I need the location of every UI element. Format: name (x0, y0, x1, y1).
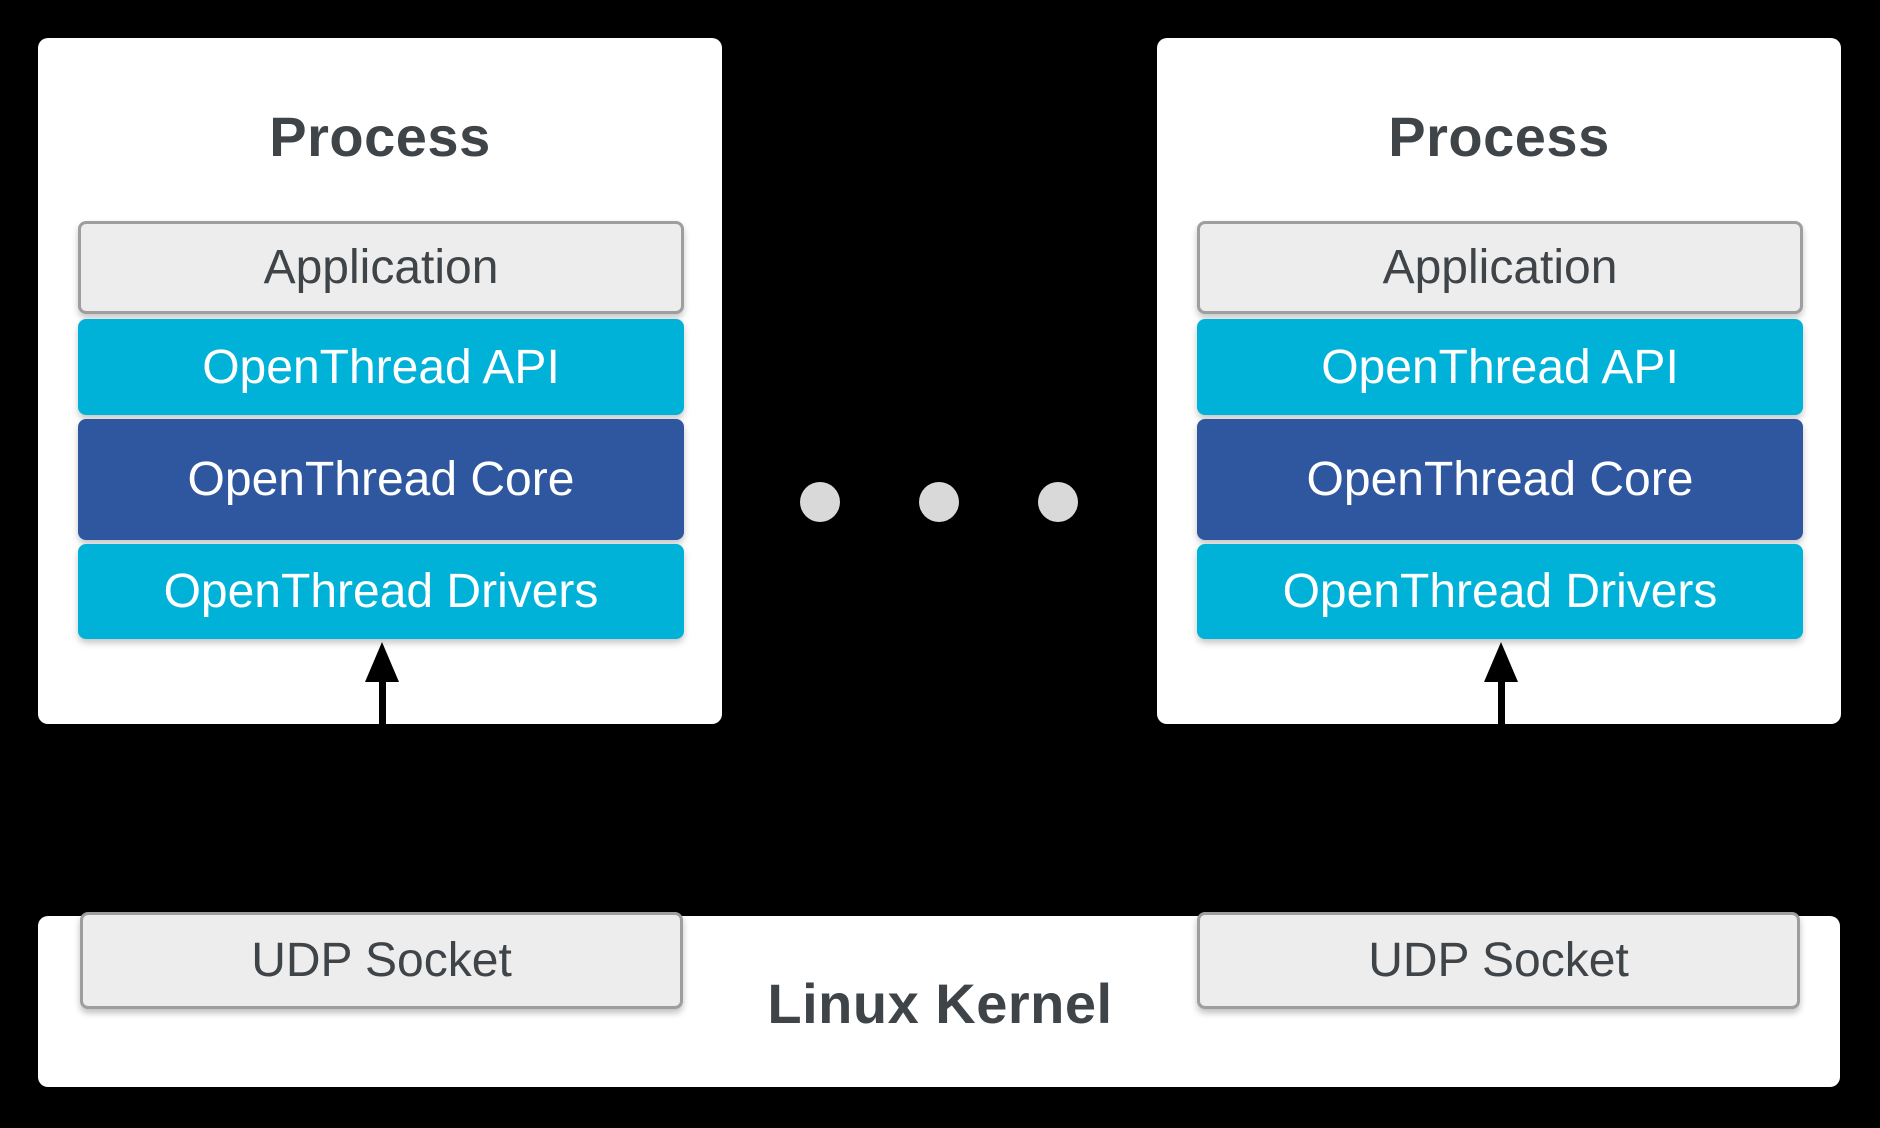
layer-openthread-core: OpenThread Core (78, 419, 684, 540)
layer-openthread-api: OpenThread API (78, 319, 684, 415)
layer-application: Application (78, 221, 684, 314)
process-box-left: Process Application OpenThread API OpenT… (38, 38, 722, 724)
layer-openthread-drivers: OpenThread Drivers (78, 544, 684, 639)
process-title: Process (269, 104, 491, 168)
ellipsis-dot (919, 482, 959, 522)
up-arrow-head-icon (365, 642, 399, 682)
up-arrow-shaft (379, 678, 386, 724)
up-arrow-head-icon (1484, 642, 1518, 682)
ellipsis-dot (1038, 482, 1078, 522)
layer-openthread-core: OpenThread Core (1197, 419, 1803, 540)
udp-socket-box-right: UDP Socket (1197, 912, 1800, 1009)
ellipsis-dots (800, 482, 1078, 522)
layer-application: Application (1197, 221, 1803, 314)
ellipsis-dot (800, 482, 840, 522)
layer-openthread-drivers: OpenThread Drivers (1197, 544, 1803, 639)
up-arrow-shaft (1498, 678, 1505, 724)
layer-openthread-api: OpenThread API (1197, 319, 1803, 415)
process-title: Process (1388, 104, 1610, 168)
linux-kernel-label: Linux Kernel (767, 972, 1113, 1035)
udp-socket-box-left: UDP Socket (80, 912, 683, 1009)
process-box-right: Process Application OpenThread API OpenT… (1157, 38, 1841, 724)
